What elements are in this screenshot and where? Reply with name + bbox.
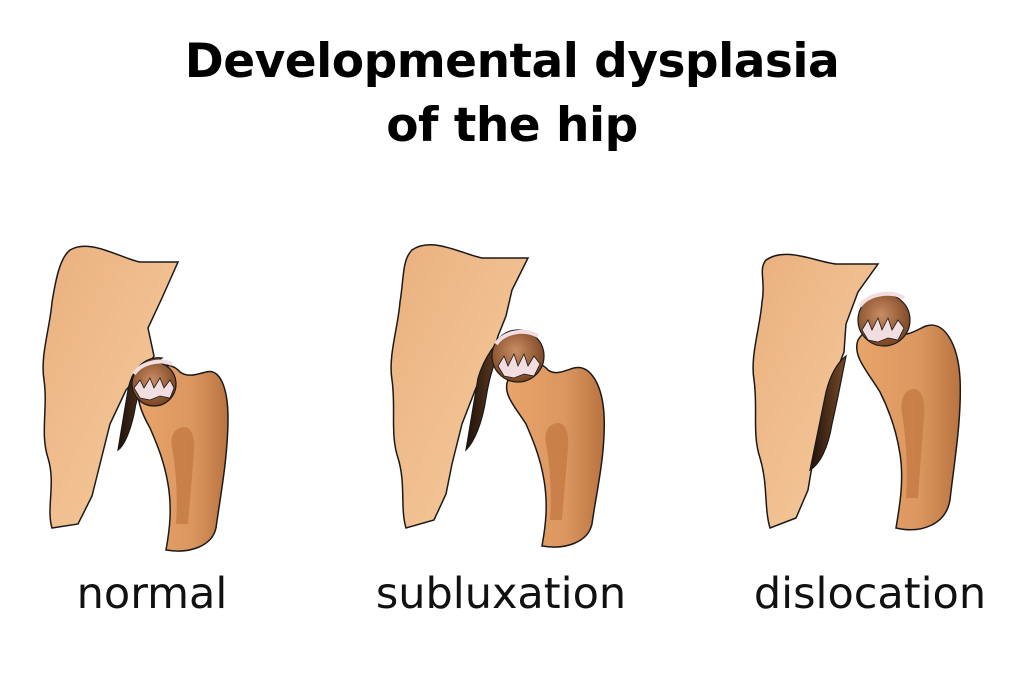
femur-marrow [901, 389, 925, 498]
panel-normal [30, 228, 330, 568]
cartilage-rim [858, 291, 905, 308]
panel-subluxation [366, 228, 666, 568]
growth-plate [861, 316, 905, 343]
cartilage-rim [132, 359, 173, 376]
hip-subluxation-illustration [390, 244, 606, 548]
label-dislocation: dislocation [753, 569, 987, 619]
pelvis-bone [42, 245, 180, 529]
panel-dislocation [718, 228, 1018, 568]
title-line-1: Developmental dysplasia [184, 34, 840, 89]
title-line-2: of the hip [386, 98, 638, 153]
cartilage-rim [494, 329, 539, 346]
diagram-title: Developmental dysplasia of the hip [0, 30, 1024, 158]
label-subluxation: subluxation [375, 569, 627, 619]
hip-normal-illustration [42, 245, 229, 552]
pelvis-bone [752, 253, 880, 529]
hip-dislocation-illustration [752, 253, 962, 531]
growth-plate [497, 352, 541, 379]
femur-marrow [545, 423, 569, 520]
acetabulum [809, 354, 847, 472]
femur-marrow [171, 427, 195, 524]
growth-plate [133, 377, 175, 401]
pelvis-bone [390, 244, 530, 529]
label-normal: normal [76, 569, 228, 619]
